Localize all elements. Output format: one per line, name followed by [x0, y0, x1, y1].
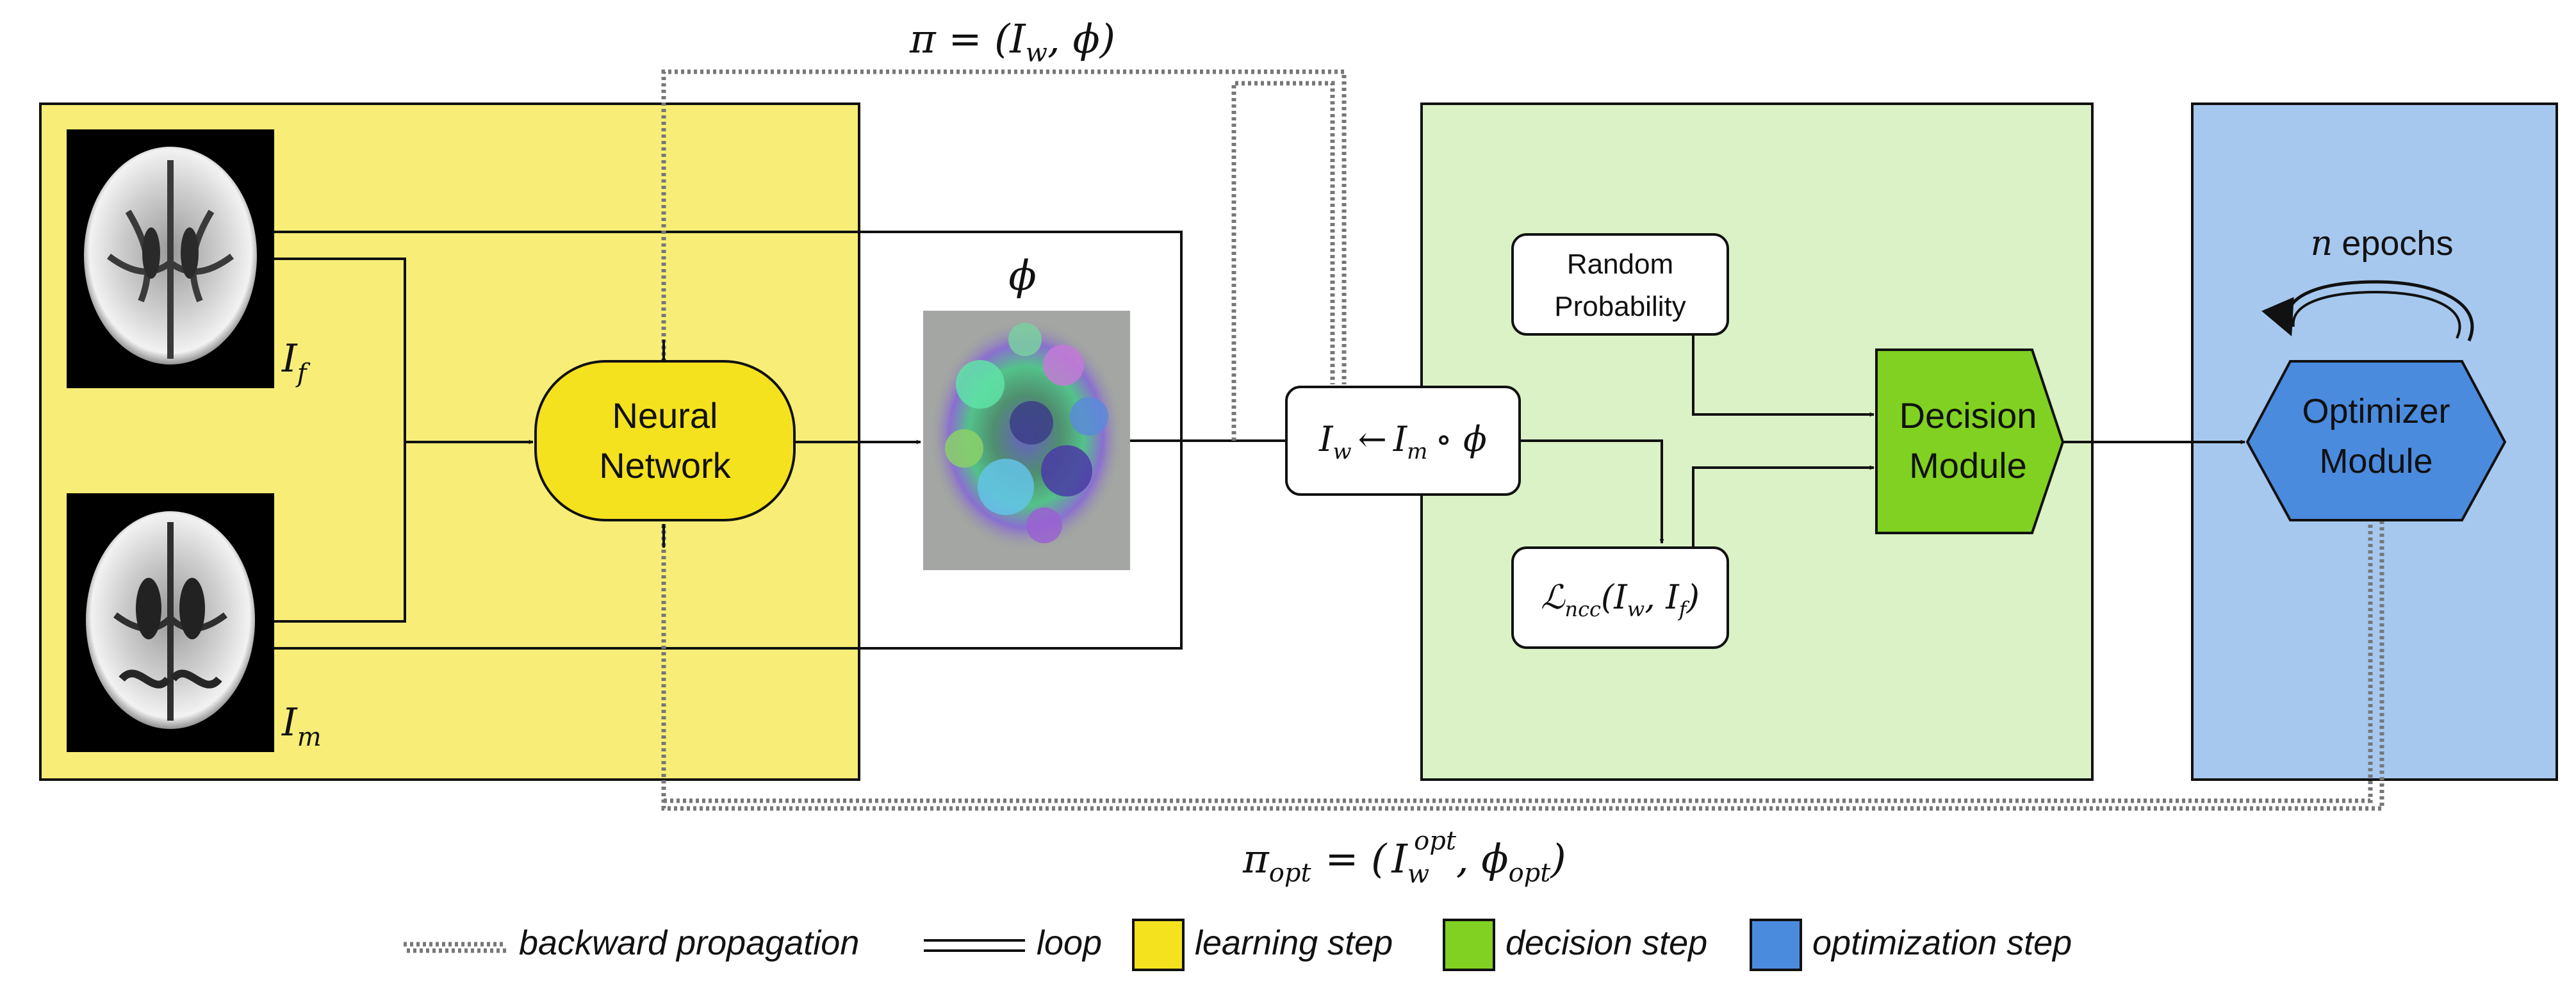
backward-propagation-bottom: [661, 512, 2384, 811]
optimizer-module-label-2: Module: [2319, 442, 2432, 480]
random-to-decision-arrow: [1692, 334, 1875, 417]
fixed-to-nn-line: [274, 258, 406, 623]
loss-to-decision-arrow: [1692, 465, 1875, 548]
epoch-loop-arrow: [2261, 280, 2474, 341]
decision-module-label-1: Decision: [1899, 395, 2037, 436]
legend-decision-label: decision step: [1505, 924, 1707, 962]
decision-module-label-2: Module: [1909, 445, 2027, 486]
phi-label: ϕ: [1008, 252, 1037, 300]
warp-equation: Iw←Im∘ ϕ: [1318, 419, 1487, 464]
legend-optimization-label: optimization step: [1812, 924, 2072, 962]
warp-to-loss-arrow: [1520, 439, 1664, 544]
moving-image-label: Im: [281, 700, 322, 752]
neural-network-label-2: Network: [599, 445, 731, 486]
decision-module-node: [1875, 348, 2065, 534]
epoch-loop-arrow-inner: [2292, 290, 2461, 339]
legend-loop-label: loop: [1037, 924, 1102, 962]
optimizer-module-node: [2245, 360, 2507, 521]
moving-image: [67, 493, 274, 752]
pi-label: π = (Iw, ϕ): [909, 15, 1115, 68]
ncc-loss-node: [1511, 546, 1729, 649]
legend-backward-label: backward propagation: [519, 924, 859, 962]
backward-propagation-top: [661, 69, 1347, 441]
neural-network-node: [534, 360, 796, 521]
deformation-field-image: [923, 311, 1130, 570]
warp-node: [1285, 386, 1521, 496]
legend-decision-swatch: [1443, 919, 1495, 971]
legend-optimization-swatch: [1750, 919, 1802, 971]
fixed-image-label: If: [281, 336, 311, 388]
neural-network-label-1: Neural: [612, 395, 718, 436]
random-probability-label-2: Probability: [1554, 291, 1686, 322]
legend: backward propagation loop learning step …: [404, 919, 2072, 971]
legend-learning-label: learning step: [1195, 924, 1393, 962]
ncc-loss-equation: ℒncc(Iw, If): [1541, 578, 1700, 621]
legend-learning-swatch: [1132, 919, 1185, 971]
moving-image-line: [274, 441, 1183, 650]
random-probability-label-1: Random: [1567, 249, 1673, 280]
pi-opt-label: πopt= (Iwopt, ϕopt): [1242, 826, 1566, 889]
fixed-image: [67, 129, 274, 388]
optimizer-module-label-1: Optimizer: [2302, 392, 2450, 430]
random-probability-node: [1511, 233, 1729, 336]
